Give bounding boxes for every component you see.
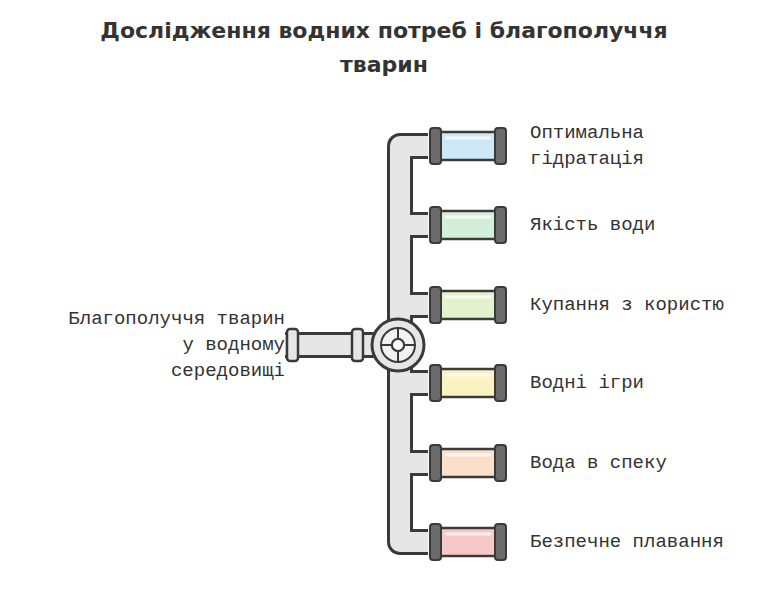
pipe-connector [285,345,428,542]
diagram-title: Дослідження водних потреб і благополуччя… [54,14,714,82]
valve-hub [381,328,415,362]
branch-label: Безпечне плавання [530,522,750,555]
pipe-outlet: Вода в спеку [428,443,750,483]
pipe-outlet: Безпечне плавання [428,522,750,562]
outlet-cylinder [428,205,508,245]
pipe-outlet: Якість води [428,205,750,245]
branch-label: Водні ігри [530,363,750,396]
branch-label: Купання з користю [530,285,750,318]
pipe-flange [352,329,363,361]
outlet-cylinder [428,285,508,325]
pipe-outlet: Купання з користю [428,285,750,325]
outlet-cylinder [428,363,508,403]
pipe-connector [285,146,428,345]
branch-label: Оптимальна гідратація [530,120,680,172]
pipe-fittings [287,319,424,371]
branch-label: Якість води [530,205,750,238]
valve-center [392,339,404,351]
outlet-cylinder [428,443,508,483]
valve-wheel [372,319,424,371]
source-label: Благополуччя тварин у водному середовищі [20,306,285,384]
outlet-cylinder [428,126,508,166]
valve-center [392,339,404,351]
branch-label: Вода в спеку [530,443,750,476]
pipe-connector [285,345,428,542]
pipe-flange [287,329,298,361]
outlet-cylinder [428,522,508,562]
pipe-connector [285,146,428,345]
pipe-outlet: Водні ігри [428,363,750,403]
root-label: Благополуччя тварин у водному середовищі [60,306,285,384]
pipe-outlet: Оптимальна гідратація [428,120,680,172]
